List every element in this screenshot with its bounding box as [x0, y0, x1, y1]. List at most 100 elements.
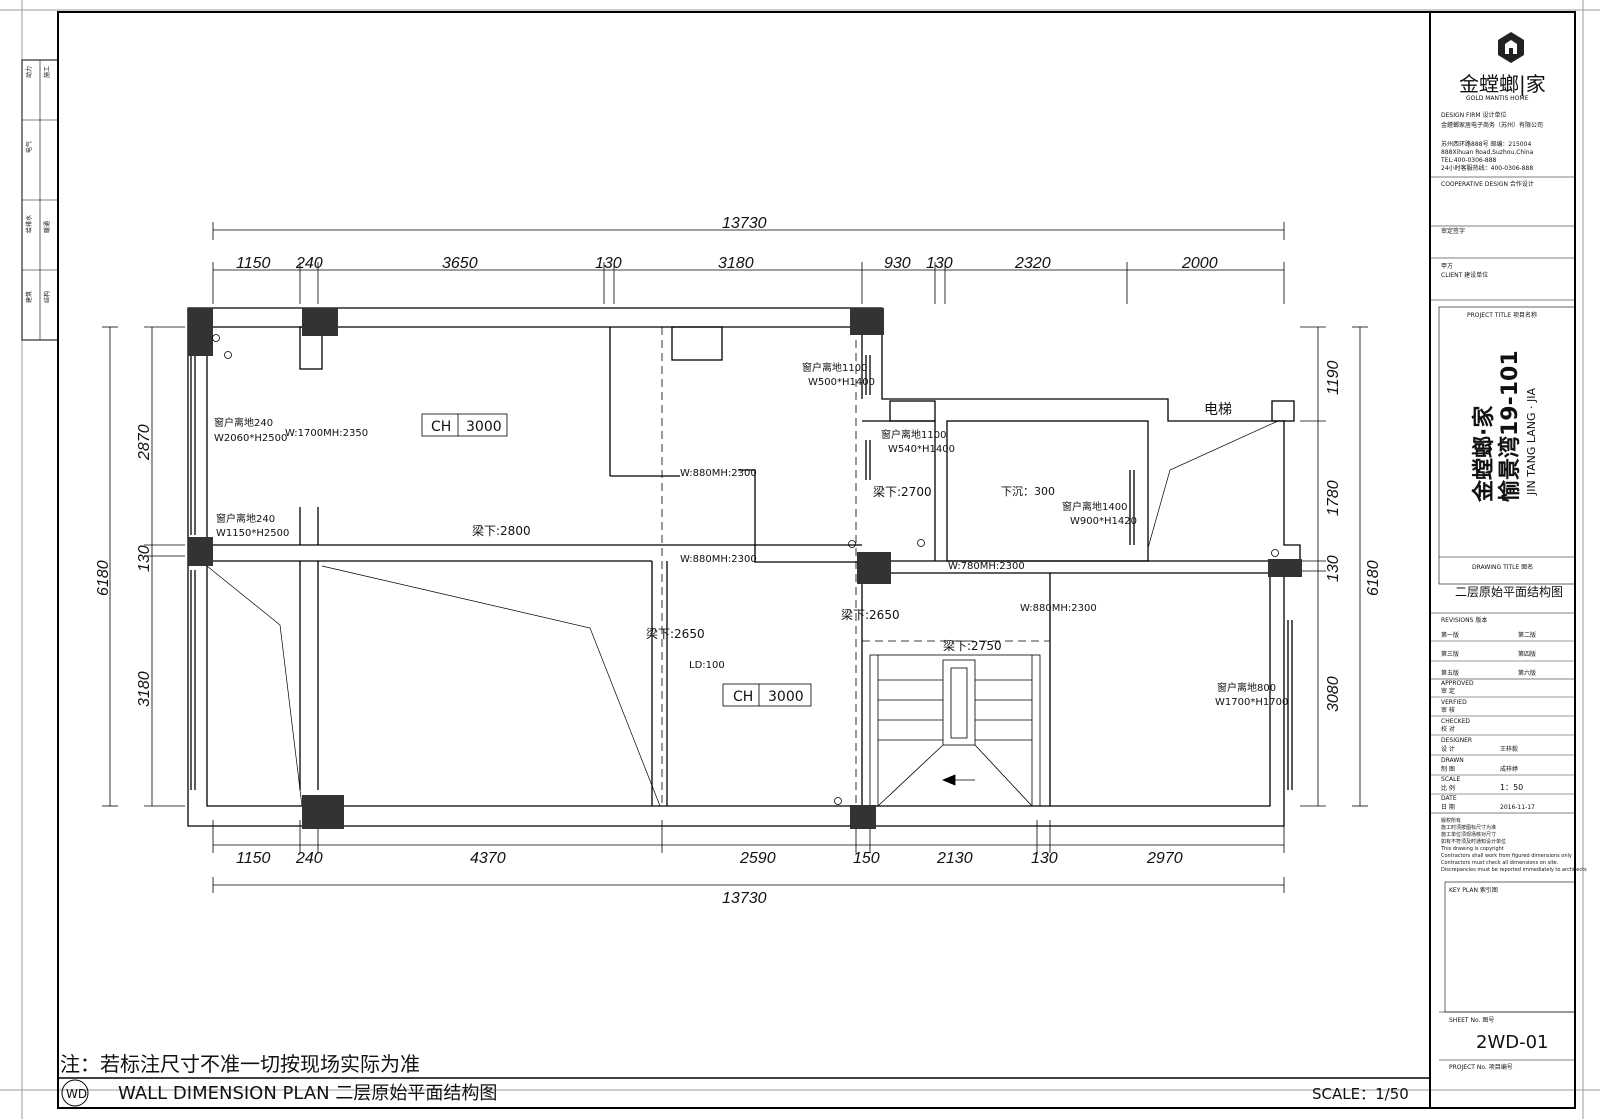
date-label: 日 期 — [1441, 803, 1455, 811]
verified-label: 审 核 — [1441, 706, 1455, 714]
sheet-no-label: SHEET No. 图号 — [1449, 1017, 1494, 1024]
dim-left: 3180 — [136, 671, 153, 707]
project-name: 金螳螂·家 — [1471, 405, 1497, 503]
wd-badge-circle — [61, 1079, 89, 1107]
sink-note: 下沉：300 — [1001, 485, 1055, 498]
scale-label: SCALE：1/50 — [1312, 1085, 1409, 1103]
scale-row-label: SCALE — [1441, 776, 1460, 783]
dim-left: 2870 — [136, 424, 153, 461]
dim-bottom: 4370 — [470, 850, 506, 867]
dim-top: 2320 — [1014, 255, 1051, 272]
logo-text: 金螳螂|家 — [1459, 72, 1546, 96]
copyright-note: 施工时须按图标尺寸为准 — [1441, 824, 1496, 831]
dim-bottom: 130 — [1031, 850, 1058, 867]
stamp-label: 审定签字 — [1441, 227, 1465, 235]
beam-lines — [324, 327, 1050, 806]
site-note: 注：若标注尺寸不准一切按现场实际为准 — [60, 1052, 420, 1076]
walls — [187, 307, 1301, 827]
date-label: DATE — [1441, 795, 1457, 802]
dim-top: 3650 — [442, 255, 478, 272]
dim-right: 1780 — [1325, 480, 1342, 516]
copyright-note: Discrepancies must be reported immediate… — [1441, 867, 1587, 873]
dim-right: 1190 — [1325, 360, 1342, 395]
firm-address: 苏州西环路888号 邮编：215004 — [1441, 140, 1531, 148]
ld-note: LD:100 — [689, 660, 725, 671]
door-size: W:880MH:2300 — [680, 554, 757, 565]
copyright-note: Contractors must check all dimensions on… — [1441, 860, 1559, 866]
window-note: 窗户离地240 — [214, 416, 273, 429]
door-size: W:780MH:2300 — [948, 561, 1025, 572]
brand-logo-icon — [1498, 32, 1524, 63]
door-size: W:880MH:2300 — [680, 468, 757, 479]
revision-row: 第三版 — [1441, 650, 1459, 658]
date-value: 2016-11-17 — [1500, 804, 1535, 811]
beam-note: 梁下:2750 — [943, 638, 1002, 653]
dim-bottom: 2130 — [936, 850, 973, 867]
client-label: CLIENT 建设单位 — [1441, 271, 1488, 279]
dim-bottom-total: 13730 — [722, 890, 767, 907]
plan-annotations: 窗户离地240 W2060*H2500 窗户离地240 W1150*H2500 … — [214, 361, 1288, 708]
revision-row: 第四版 — [1518, 650, 1536, 658]
window-size: W540*H1400 — [888, 444, 955, 455]
designer-label: 设 计 — [1441, 745, 1455, 753]
window-note: 窗户离地1400 — [1062, 500, 1127, 513]
verified-label: VERFIED — [1441, 699, 1467, 706]
sheet-border — [57, 11, 1576, 1109]
project-pinyin: JIN TANG LANG · JIA — [1525, 388, 1538, 496]
ch-label: CH — [431, 419, 451, 435]
checked-label: CHECKED — [1441, 718, 1470, 725]
dim-bottom: 150 — [853, 850, 880, 867]
dimension-lines — [102, 222, 1368, 893]
designer-label: DESIGNER — [1441, 737, 1472, 744]
logo-sub: GOLD MANTIS HOME — [1466, 95, 1529, 102]
dim-left: 130 — [136, 545, 153, 572]
scale-row-value: 1：50 — [1500, 783, 1523, 792]
drawn-label: 制 图 — [1441, 765, 1455, 773]
dim-bottom: 2970 — [1146, 850, 1183, 867]
dim-bottom: 2590 — [739, 850, 776, 867]
window-size: W2060*H2500 — [214, 433, 287, 444]
dim-top-total: 13730 — [722, 215, 767, 232]
revision-row: 第六版 — [1518, 669, 1536, 677]
dim-top: 2000 — [1181, 255, 1218, 272]
dim-bottom: 1150 — [236, 850, 271, 867]
window-size: W500*H1400 — [808, 377, 875, 388]
door-size: W:880MH:2300 — [1020, 603, 1097, 614]
strip-label: 建筑 — [25, 291, 33, 303]
strip-label: 给排水 — [25, 215, 33, 233]
window-note: 窗户离地1100 — [802, 361, 867, 374]
window-size: W1150*H2500 — [216, 528, 289, 539]
revision-row: 第二版 — [1518, 631, 1536, 639]
dim-bottom: 240 — [295, 850, 323, 867]
ch-label: CH — [733, 689, 753, 705]
approved-label: APPROVED — [1441, 680, 1474, 687]
drawing-title: 二层原始平面结构图 — [1455, 584, 1563, 599]
key-plan-label: KEY PLAN 索引图 — [1449, 886, 1498, 894]
wd-badge: WD — [66, 1087, 87, 1101]
copyright-note: This drawing is copyright — [1440, 846, 1504, 852]
strip-label: 暖通 — [43, 221, 51, 233]
dim-top: 930 — [884, 255, 911, 272]
firm-address: 24小时客服热线：400-0306-888 — [1441, 164, 1533, 172]
revision-row: 第五版 — [1441, 669, 1459, 677]
revisions-label: REVISIONS 版本 — [1441, 616, 1487, 624]
strip-label: 电气 — [25, 141, 33, 153]
dimension-labels: 13730 1150 240 3650 130 3180 930 130 232… — [95, 215, 1382, 907]
elevator-label: 电梯 — [1204, 402, 1232, 418]
left-discipline-strip: 动力 施工 电气 给排水 暖通 建筑 结构 — [21, 59, 59, 341]
checked-label: 校 对 — [1441, 725, 1455, 733]
ceiling-height-tag-1: CH 3000 — [421, 413, 508, 437]
window-note: 窗户离地800 — [1217, 681, 1276, 694]
window-size: W1700*H1700 — [1215, 697, 1288, 708]
door-swings — [206, 420, 1279, 807]
staircase — [869, 654, 1041, 807]
ch-value: 3000 — [768, 689, 804, 705]
dim-right-total: 6180 — [1365, 560, 1382, 596]
beam-note: 梁下:2700 — [873, 484, 932, 499]
title-block: 金螳螂|家 GOLD MANTIS HOME DESIGN FIRM 设计单位 … — [1430, 32, 1587, 1071]
door-size: W:1700MH:2350 — [285, 428, 368, 439]
fixture-circles — [212, 334, 1279, 805]
strip-label: 结构 — [43, 291, 51, 303]
dim-right: 3080 — [1325, 676, 1342, 712]
